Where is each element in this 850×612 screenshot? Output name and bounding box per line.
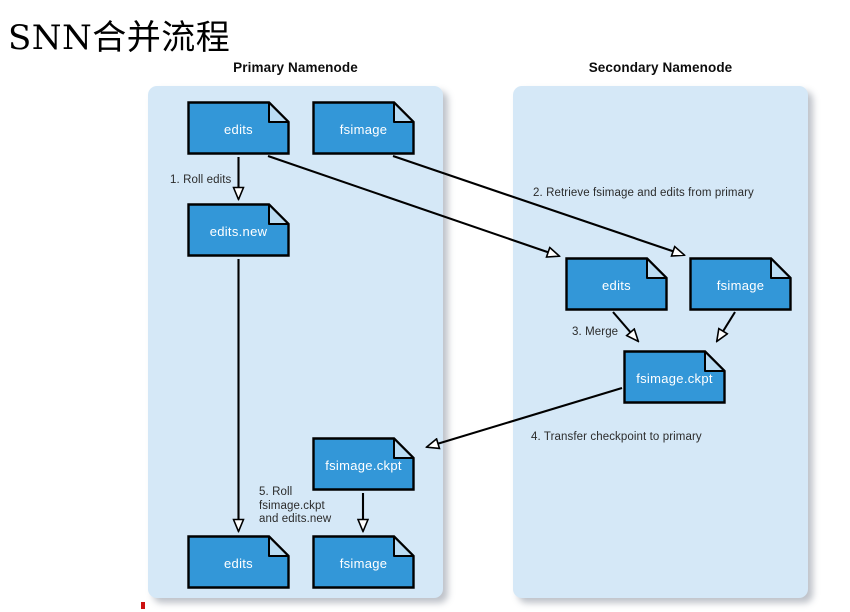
file-node-primary-edits-new: edits.new: [187, 203, 290, 257]
file-node-primary-edits-bottom: edits: [187, 535, 290, 589]
file-node-primary-edits: edits: [187, 101, 290, 155]
file-node-secondary-fsimage: fsimage: [689, 257, 792, 311]
step-label-merge: 3. Merge: [572, 326, 619, 338]
file-icon: [187, 535, 290, 589]
secondary-namenode-heading: Secondary Namenode: [588, 60, 733, 75]
file-label: fsimage.ckpt: [636, 371, 713, 386]
file-icon: [623, 350, 726, 404]
red-tick-mark: [141, 602, 145, 609]
file-label: edits: [224, 556, 253, 571]
file-label: fsimage: [339, 122, 388, 137]
file-label: edits: [224, 122, 253, 137]
secondary-namenode-panel: [513, 86, 808, 598]
file-node-primary-fsimage-ckpt: fsimage.ckpt: [312, 437, 415, 491]
file-icon: [187, 101, 290, 155]
file-icon: [565, 257, 668, 311]
file-node-primary-fsimage-bottom: fsimage: [312, 535, 415, 589]
file-node-primary-fsimage: fsimage: [312, 101, 415, 155]
file-icon: [312, 101, 415, 155]
page-title: SNN合并流程: [8, 18, 231, 58]
file-icon: [689, 257, 792, 311]
file-icon: [312, 437, 415, 491]
step-label-transfer: 4. Transfer checkpoint to primary: [531, 431, 702, 443]
file-label: fsimage.ckpt: [325, 458, 402, 473]
file-label: fsimage: [339, 556, 388, 571]
file-node-secondary-fsimage-ckpt: fsimage.ckpt: [623, 350, 726, 404]
step-label-retrieve: 2. Retrieve fsimage and edits from prima…: [533, 187, 754, 199]
file-label: edits.new: [209, 224, 268, 239]
file-icon: [312, 535, 415, 589]
file-label: fsimage: [716, 278, 765, 293]
primary-namenode-heading: Primary Namenode: [233, 60, 358, 75]
file-node-secondary-edits: edits: [565, 257, 668, 311]
step-label-roll-ckpt: 5. Roll fsimage.ckpt and edits.new: [259, 486, 332, 525]
step-label-roll-edits: 1. Roll edits: [170, 174, 232, 186]
file-label: edits: [602, 278, 631, 293]
file-icon: [187, 203, 290, 257]
